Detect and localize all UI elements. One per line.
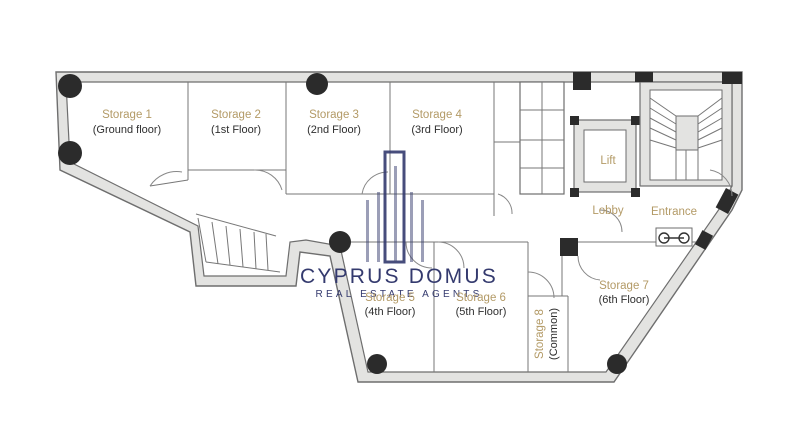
storage-7-name: Storage 7 [599,280,649,292]
columns [58,73,627,374]
outer-walls [55,71,743,383]
secondary-stair [195,213,281,273]
storage-1-floor: (Ground floor) [93,124,161,136]
storage-6-name: Storage 6 [456,292,506,304]
storage-6-floor: (5th Floor) [456,306,507,318]
storage-2-name: Storage 2 [211,109,261,121]
logo-brand: CYPRUS DOMUS [300,265,498,288]
lift-label: Lift [600,155,616,167]
storage-8-label: Storage 8 (Common) [534,308,560,360]
logo-tagline: REAL ESTATE AGENTS [316,289,483,300]
storage-3-name: Storage 3 [309,109,359,121]
storage-7-floor: (6th Floor) [599,294,650,306]
storage-1-name: Storage 1 [102,109,152,121]
door-swings [149,169,733,299]
cyprus-domus-logo [366,150,424,264]
stair-core [573,72,742,187]
service-shafts [494,81,565,195]
entrance-label: Entrance [651,206,697,218]
lift-shaft [570,116,640,197]
storage-2-floor: (1st Floor) [211,124,261,136]
lobby-label: Lobby [592,205,624,217]
storage-4-floor: (3rd Floor) [411,124,462,136]
wheelchair-lift-icon [655,227,693,247]
storage-4-name: Storage 4 [412,109,462,121]
upper-partitions [149,82,495,216]
storage-5-name: Storage 5 [365,292,415,304]
storage-8-name: Storage 8 [534,309,546,359]
storage-8-floor: (Common) [548,308,560,360]
lower-partitions [340,188,739,372]
storage-5-floor: (4th Floor) [365,306,416,318]
storage-3-floor: (2nd Floor) [307,124,361,136]
